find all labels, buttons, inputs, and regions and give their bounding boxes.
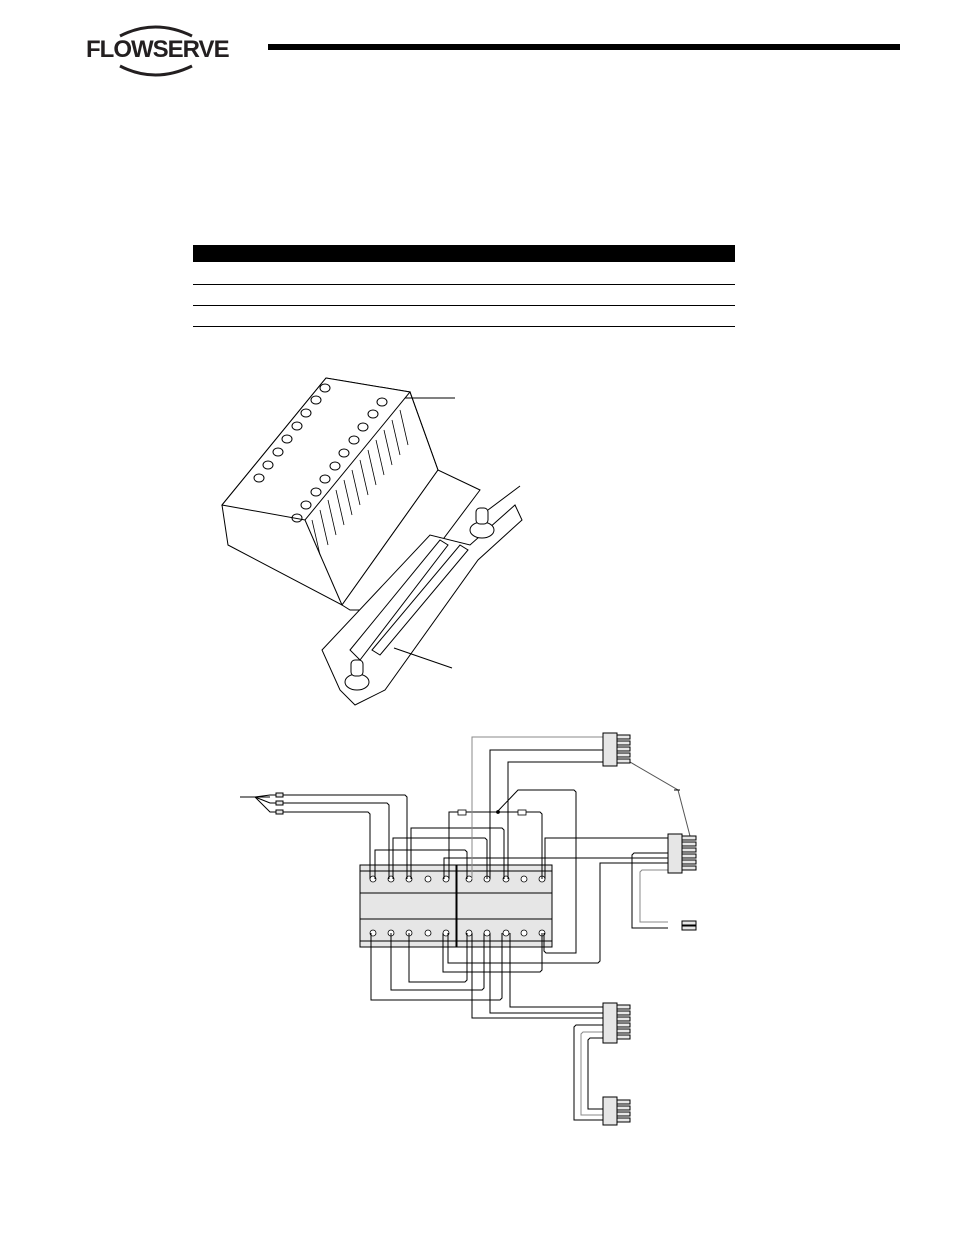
connector-bottom: [602, 1002, 631, 1044]
wiring-diagram: [240, 732, 697, 1126]
table-row: [193, 285, 735, 306]
logo-text: FLOWSERVE: [86, 36, 230, 63]
resistor-icons: [457, 809, 527, 816]
data-table: [193, 245, 735, 327]
wires: [240, 736, 691, 1121]
connector-right: [667, 833, 697, 874]
table-header: [193, 245, 735, 262]
lug-terminals: [275, 792, 284, 815]
plug-pair: [681, 920, 697, 931]
terminal-block-illustration: [221, 377, 523, 706]
table-row: [193, 306, 735, 327]
flowserve-logo: FLOWSERVE: [80, 22, 250, 78]
logo-swoosh-icon: [119, 25, 193, 77]
header-rule: [268, 44, 900, 50]
connector-lowest: [602, 1096, 631, 1126]
connectors: [275, 732, 697, 1126]
connector-top: [602, 732, 631, 767]
table-row: [193, 262, 735, 285]
